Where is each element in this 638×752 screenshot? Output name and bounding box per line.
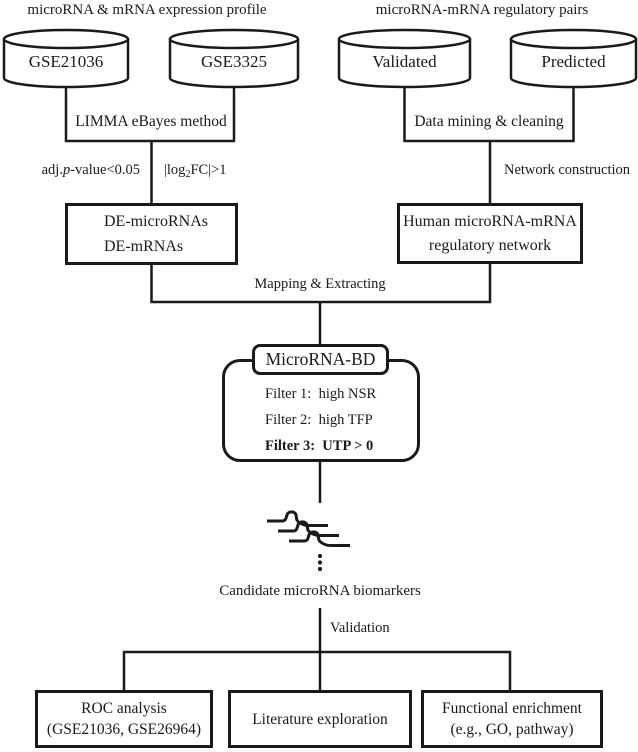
cylinder-label-gse3325: GSE3325 bbox=[200, 52, 268, 71]
literature-line1: Literature exploration bbox=[252, 710, 388, 728]
cylinder-label-predicted: Predicted bbox=[541, 52, 606, 71]
label-adj-p-threshold: adj.p-value<0.05 bbox=[41, 162, 140, 178]
db-cylinder-gse3325 bbox=[168, 28, 300, 89]
vertical-ellipsis-icon bbox=[317, 553, 323, 572]
box-functional-enrichment: Functional enrichment (e.g., GO, pathway… bbox=[421, 690, 603, 748]
roc-line1: ROC analysis bbox=[81, 700, 167, 717]
label-data-mining: Data mining & cleaning bbox=[414, 113, 564, 130]
box-human-network: Human microRNA-mRNA regulatory network bbox=[397, 203, 583, 264]
filter-1-nsr: Filter 1: high NSR bbox=[265, 386, 377, 402]
label-validation: Validation bbox=[330, 620, 390, 636]
box-roc-analysis: ROC analysis (GSE21036, GSE26964) bbox=[35, 690, 213, 748]
network-line2: regulatory network bbox=[428, 236, 552, 254]
network-line1: Human microRNA-mRNA bbox=[403, 212, 577, 230]
roc-line2: (GSE21036, GSE26964) bbox=[46, 721, 202, 738]
label-mapping-extracting: Mapping & Extracting bbox=[254, 276, 386, 292]
db-cylinder-predicted bbox=[509, 28, 638, 89]
de-line-mrnas: DE-mRNAs bbox=[104, 238, 184, 255]
title-regulatory-pairs: microRNA-mRNA regulatory pairs bbox=[375, 2, 589, 18]
box-de-results: DE-microRNAs DE-mRNAs bbox=[65, 203, 238, 265]
label-network-construction: Network construction bbox=[504, 162, 631, 178]
de-line-micrornas: DE-microRNAs bbox=[104, 213, 208, 230]
box-microrna-bd-filters: Filter 1: high NSR Filter 2: high TFP Fi… bbox=[265, 381, 415, 459]
label-logfc-threshold: |log2FC|>1 bbox=[164, 162, 227, 180]
label-limma-method: LIMMA eBayes method bbox=[75, 113, 227, 130]
title-expression-profile: microRNA & mRNA expression profile bbox=[27, 2, 267, 18]
box-microrna-bd-title: MicroRNA-BD bbox=[252, 344, 389, 375]
cylinder-label-gse21036: GSE21036 bbox=[28, 52, 104, 71]
microrna-hairpin-icon bbox=[265, 510, 352, 547]
functional-line1: Functional enrichment bbox=[442, 700, 582, 717]
flow-connectors bbox=[64, 86, 575, 690]
box-literature-exploration: Literature exploration bbox=[228, 690, 412, 748]
filter-3-utp: Filter 3: UTP > 0 bbox=[265, 438, 374, 454]
label-candidate-biomarkers: Candidate microRNA biomarkers bbox=[219, 583, 421, 599]
cylinder-label-validated: Validated bbox=[372, 52, 437, 71]
functional-line2: (e.g., GO, pathway) bbox=[450, 721, 574, 738]
filter-2-tfp: Filter 2: high TFP bbox=[265, 412, 373, 428]
